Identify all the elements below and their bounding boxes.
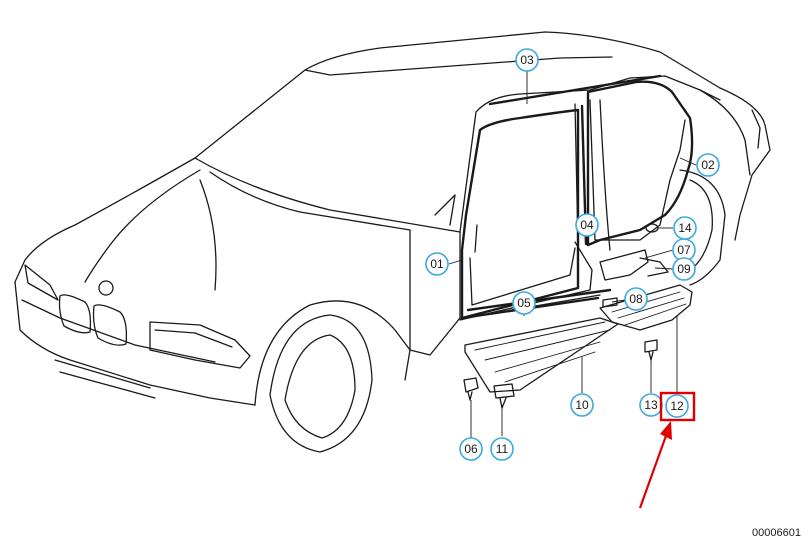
car-outline	[14, 31, 771, 453]
callout-11[interactable]: 11	[490, 437, 514, 461]
callout-03-label: 03	[520, 53, 534, 67]
callout-11-label: 11	[496, 442, 509, 456]
callout-12-label: 12	[670, 399, 684, 413]
callout-04-label: 04	[580, 218, 594, 232]
callout-07-label: 07	[677, 243, 691, 257]
callout-09[interactable]: 09	[672, 257, 696, 281]
callout-02-label: 02	[701, 158, 715, 172]
callout-10-label: 10	[575, 398, 589, 412]
callout-02[interactable]: 02	[696, 153, 720, 177]
reference-code: 00006601	[752, 527, 801, 539]
callout-09-label: 09	[677, 262, 691, 276]
callout-06[interactable]: 06	[459, 437, 483, 461]
callout-13-label: 13	[644, 398, 658, 412]
door-seals	[460, 74, 694, 320]
callout-12-highlighted[interactable]: 12	[659, 391, 696, 422]
callout-06-label: 06	[464, 442, 478, 456]
callout-14[interactable]: 14	[673, 216, 697, 240]
callout-05-label: 05	[517, 296, 531, 310]
callout-01-label: 01	[430, 257, 444, 271]
sill-trim-parts	[463, 223, 693, 409]
callout-05[interactable]: 05	[512, 291, 536, 315]
highlight-arrow	[638, 421, 672, 509]
callout-08-label: 08	[629, 292, 643, 306]
callout-10[interactable]: 10	[570, 393, 594, 417]
callout-03[interactable]: 03	[515, 48, 539, 72]
callout-08[interactable]: 08	[624, 287, 648, 311]
callout-04[interactable]: 04	[575, 213, 599, 237]
highlight-box	[659, 391, 696, 422]
callout-14-label: 14	[678, 221, 692, 235]
callout-13[interactable]: 13	[639, 393, 663, 417]
callout-01[interactable]: 01	[425, 252, 449, 276]
leader-lines	[448, 71, 697, 438]
